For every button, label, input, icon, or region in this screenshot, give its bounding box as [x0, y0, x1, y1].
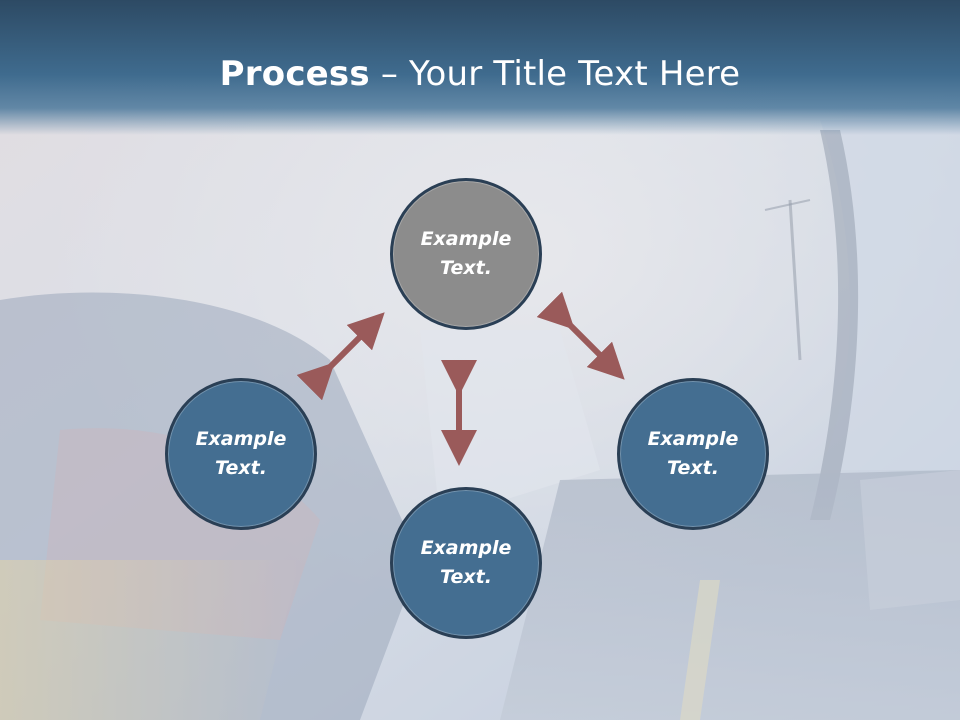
- process-node-top[interactable]: Example Text.: [390, 178, 542, 330]
- node-top-line2: Text.: [440, 257, 492, 279]
- node-left-line2: Text.: [215, 457, 267, 479]
- node-bottom-line2: Text.: [440, 566, 492, 588]
- slide-title: Process – Your Title Text Here: [0, 52, 960, 96]
- node-top-line1: Example: [420, 228, 512, 250]
- process-node-left[interactable]: Example Text.: [165, 378, 317, 530]
- node-right-line1: Example: [647, 428, 739, 450]
- title-separator: –: [369, 54, 410, 94]
- title-rest: Your Title Text Here: [409, 54, 741, 94]
- arrow-top-right: [536, 291, 625, 380]
- process-node-right[interactable]: Example Text.: [617, 378, 769, 530]
- node-right-line2: Text.: [667, 457, 719, 479]
- node-bottom-line1: Example: [420, 537, 512, 559]
- node-left-line1: Example: [195, 428, 287, 450]
- arrow-top-left: [296, 312, 385, 401]
- title-band: [0, 0, 960, 135]
- title-bold: Process: [219, 54, 370, 94]
- process-node-bottom[interactable]: Example Text.: [390, 487, 542, 639]
